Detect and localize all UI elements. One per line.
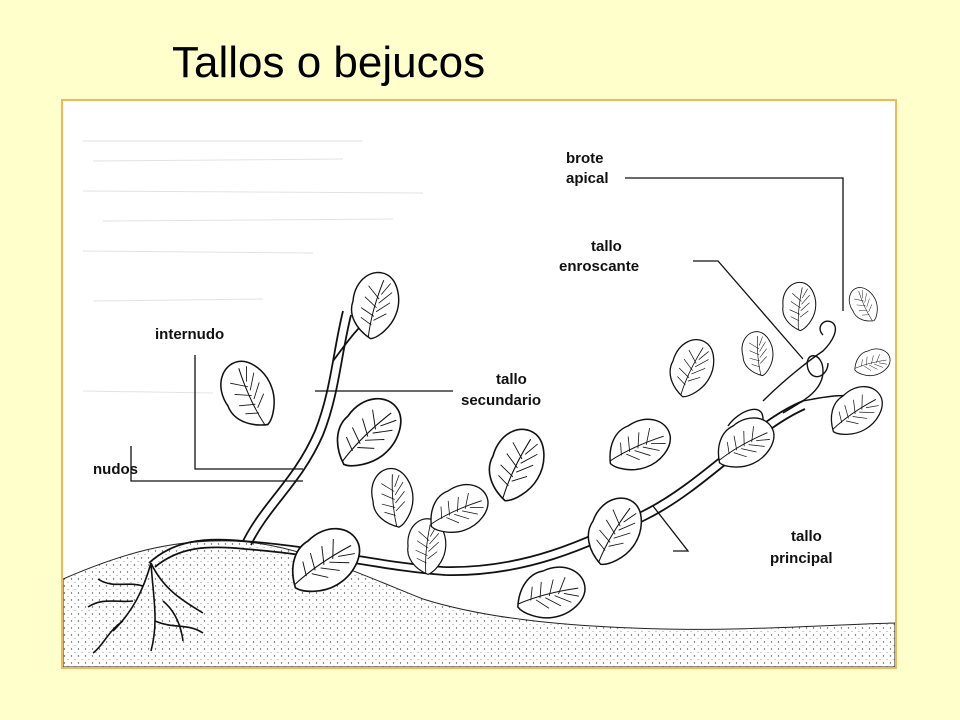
label-brote-line2: apical	[566, 170, 609, 187]
label-principal-line2: principal	[770, 550, 833, 567]
plant-diagram-frame: brote apical tallo enroscante internudo …	[61, 99, 897, 669]
leader-lines	[130, 177, 844, 552]
plant-diagram: brote apical tallo enroscante internudo …	[63, 140, 895, 667]
background-scribbles	[82, 140, 424, 394]
label-secundario-line1: tallo	[496, 371, 527, 388]
label-enroscante-line1: tallo	[591, 238, 622, 255]
main-stem	[148, 400, 806, 576]
leaves	[206, 266, 895, 637]
label-enroscante-line2: enroscante	[559, 258, 639, 275]
label-internudo: internudo	[155, 326, 224, 343]
slide-title: Tallos o bejucos	[172, 38, 486, 87]
label-principal-line1: tallo	[791, 528, 822, 545]
label-nudos: nudos	[93, 461, 138, 478]
label-brote-line1: brote	[566, 150, 604, 167]
label-secundario-line2: secundario	[461, 392, 541, 409]
roots	[87, 562, 204, 654]
